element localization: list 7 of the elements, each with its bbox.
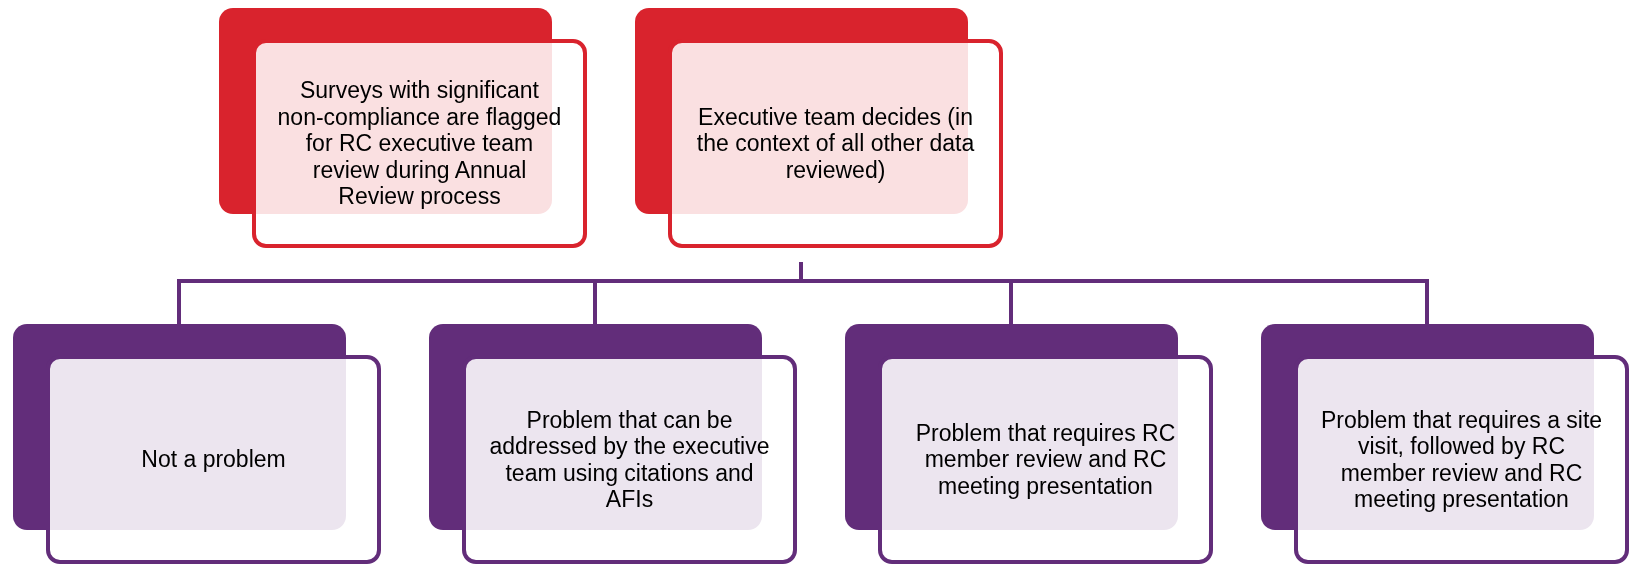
box-text: Surveys with significant non-compliance are flagged for RC executive team review during Annual Review process [276, 77, 563, 210]
box-text: Problem that requires RC member review and RC meeting presentation [914, 419, 1177, 500]
connector-line [799, 262, 1429, 324]
box-text: Problem that can be addressed by the executive team using citations and AFIs [488, 406, 771, 513]
box-text: Not a problem [141, 446, 286, 473]
box-text: Problem that requires a site visit, followed by RC member review and RC meeting presentation [1319, 406, 1604, 513]
box-text: Executive team decides (in the context of all other data reviewed) [695, 103, 976, 184]
